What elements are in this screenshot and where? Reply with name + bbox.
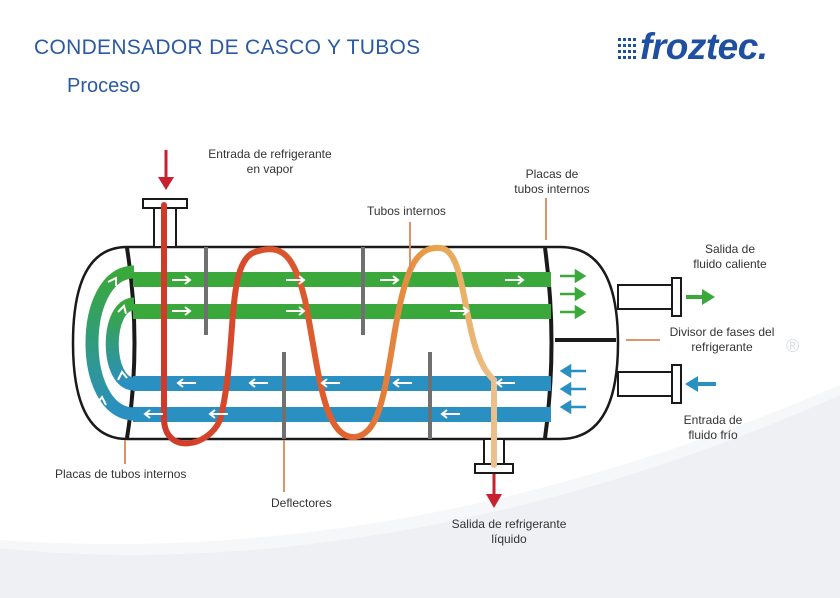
label-refrigerant-inlet: Entrada de refrigerante en vapor [208,147,332,176]
external-arrows [158,150,716,508]
label-hot-fluid-outlet: Salida de fluido caliente [693,242,767,271]
arrow-left-icon [495,378,515,388]
arrow-right-icon [574,304,587,320]
arrow-left-icon [248,378,268,388]
label-baffles: Deflectores [271,496,332,510]
arrow-left-icon [559,399,572,415]
arrow-up-icon [117,304,127,315]
arrow-left-icon [440,409,460,419]
head-inflow-arrows [559,363,586,415]
arrow-left-icon [143,409,163,419]
arrow-up-icon [107,276,117,286]
arrow-right-icon [172,275,192,285]
arrow-left-icon [559,381,572,397]
hot-outlet-nozzle-neck [617,284,675,310]
arrow-right-icon [286,275,306,285]
label-tube-plates-top: Placas de tubos internos [514,167,590,196]
cold-inlet-nozzle-flange [671,364,682,404]
arrow-left-icon [176,378,196,388]
arrow-left-icon [685,376,698,392]
label-tube-plates-bottom: Placas de tubos internos [55,467,187,481]
page-title: CONDENSADOR DE CASCO Y TUBOS [34,36,421,59]
label-refrigerant-outlet: Salida de refrigerante líquido [451,517,567,546]
background-swoosh [0,395,840,598]
arrow-right-icon [505,275,525,285]
arrow-right-icon [574,268,587,284]
hot-outlet-nozzle-flange [671,277,682,317]
baffles [204,247,432,439]
arrow-right-icon [286,306,306,316]
label-internal-tubes: Tubos internos [367,204,446,218]
logo-wordmark: froztec. [640,26,768,67]
arrow-right-icon [702,289,715,305]
arrow-left-icon [208,409,228,419]
arrow-left-icon [320,378,340,388]
registered-mark: ® [786,336,800,356]
arrow-up-icon [95,395,107,406]
hot-tube-lower [133,304,551,319]
refrigerant-coil [161,202,497,468]
arrow-down-icon [158,177,174,190]
page-subtitle: Proceso [67,75,141,97]
arrow-right-icon [380,275,400,285]
hot-tube-upper [133,272,551,287]
arrow-right-icon [172,306,192,316]
cold-inlet-nozzle-neck [617,371,675,397]
froztec-logo: froztec. [618,26,808,70]
arrow-up-icon [117,370,128,381]
cold-tube-lower [133,407,551,422]
arrow-right-icon [574,286,587,302]
arrow-left-icon [392,378,412,388]
arrow-left-icon [559,363,572,379]
cold-tube-upper [133,376,551,391]
label-phase-divider: Divisor de fases del refrigerante [669,325,775,354]
u-turn-tube-inner [105,297,136,391]
head-outflow-arrows [560,268,587,320]
label-cold-fluid-inlet: Entrada de fluido frío [683,413,743,442]
flow-arrows [95,275,525,419]
logo-dots-icon [618,38,636,59]
leader-lines [124,198,660,492]
background-swoosh-light [0,385,840,555]
arrow-down-icon [486,494,502,508]
arrow-right-icon [450,306,470,316]
